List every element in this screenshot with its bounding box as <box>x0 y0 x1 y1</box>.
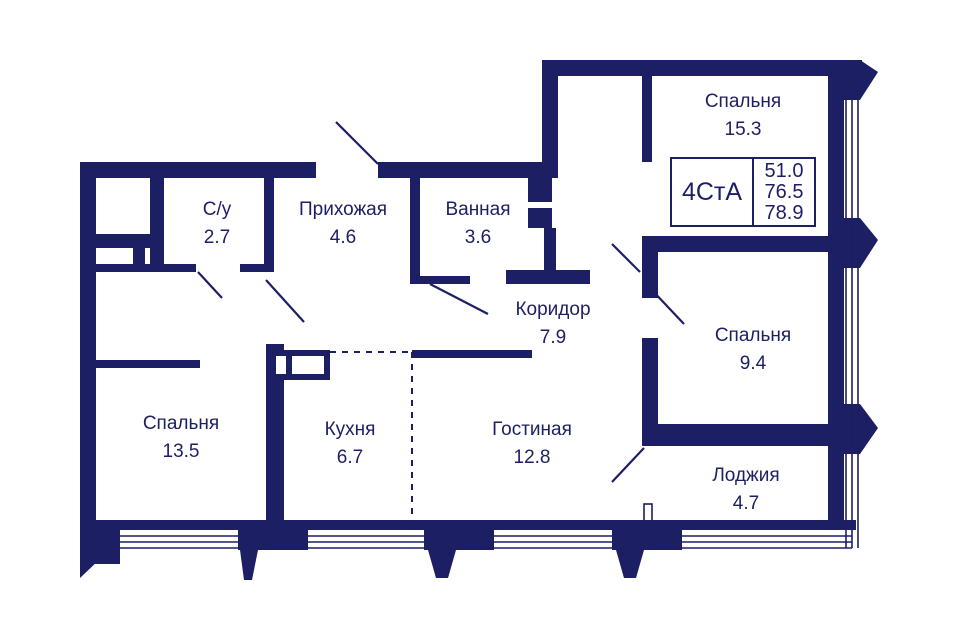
room-area: 4.7 <box>732 493 760 514</box>
room-name: Кухня <box>324 419 376 440</box>
pillars <box>80 60 878 580</box>
room-area: 7.9 <box>539 327 567 348</box>
area-total: 76.5 <box>764 180 804 203</box>
room-bedroom-left: Спальня 13.5 <box>143 410 219 466</box>
area-living: 51.0 <box>764 159 804 182</box>
room-area: 12.8 <box>513 447 551 468</box>
room-name: Прихожая <box>298 199 388 220</box>
room-area: 6.7 <box>336 447 364 468</box>
room-name: С/у <box>202 199 232 220</box>
room-kitchen: Кухня 6.7 <box>325 416 376 472</box>
room-living: Гостиная 12.8 <box>492 416 572 472</box>
apartment-code: 4СтА <box>672 159 754 225</box>
apartment-badge: 4СтА 51.0 76.5 78.9 <box>670 157 816 227</box>
room-name: Коридор <box>515 299 591 320</box>
room-area: 13.5 <box>162 441 200 462</box>
room-name: Гостиная <box>492 419 572 440</box>
room-name: Спальня <box>714 325 792 346</box>
doors <box>197 121 685 483</box>
room-area: 4.6 <box>329 227 357 248</box>
area-with-loggia: 78.9 <box>764 201 804 224</box>
apartment-areas: 51.0 76.5 78.9 <box>754 159 814 225</box>
room-name: Ванная <box>445 199 511 220</box>
room-name: Лоджия <box>712 465 780 486</box>
room-bathroom: Ванная 3.6 <box>445 196 510 252</box>
room-loggia: Лоджия 4.7 <box>712 462 779 518</box>
room-area: 15.3 <box>724 119 762 140</box>
room-area: 2.7 <box>203 227 231 248</box>
room-area: 3.6 <box>464 227 492 248</box>
room-bedroom-top: Спальня 15.3 <box>705 88 781 144</box>
room-corridor: Коридор 7.9 <box>515 296 590 352</box>
room-wc: С/у 2.7 <box>203 196 232 252</box>
windows <box>120 76 859 549</box>
room-name: Спальня <box>704 91 782 112</box>
room-name: Спальня <box>142 413 220 434</box>
room-area: 9.4 <box>739 353 767 374</box>
room-hallway: Прихожая 4.6 <box>299 196 387 252</box>
room-bedroom-right: Спальня 9.4 <box>715 322 791 378</box>
